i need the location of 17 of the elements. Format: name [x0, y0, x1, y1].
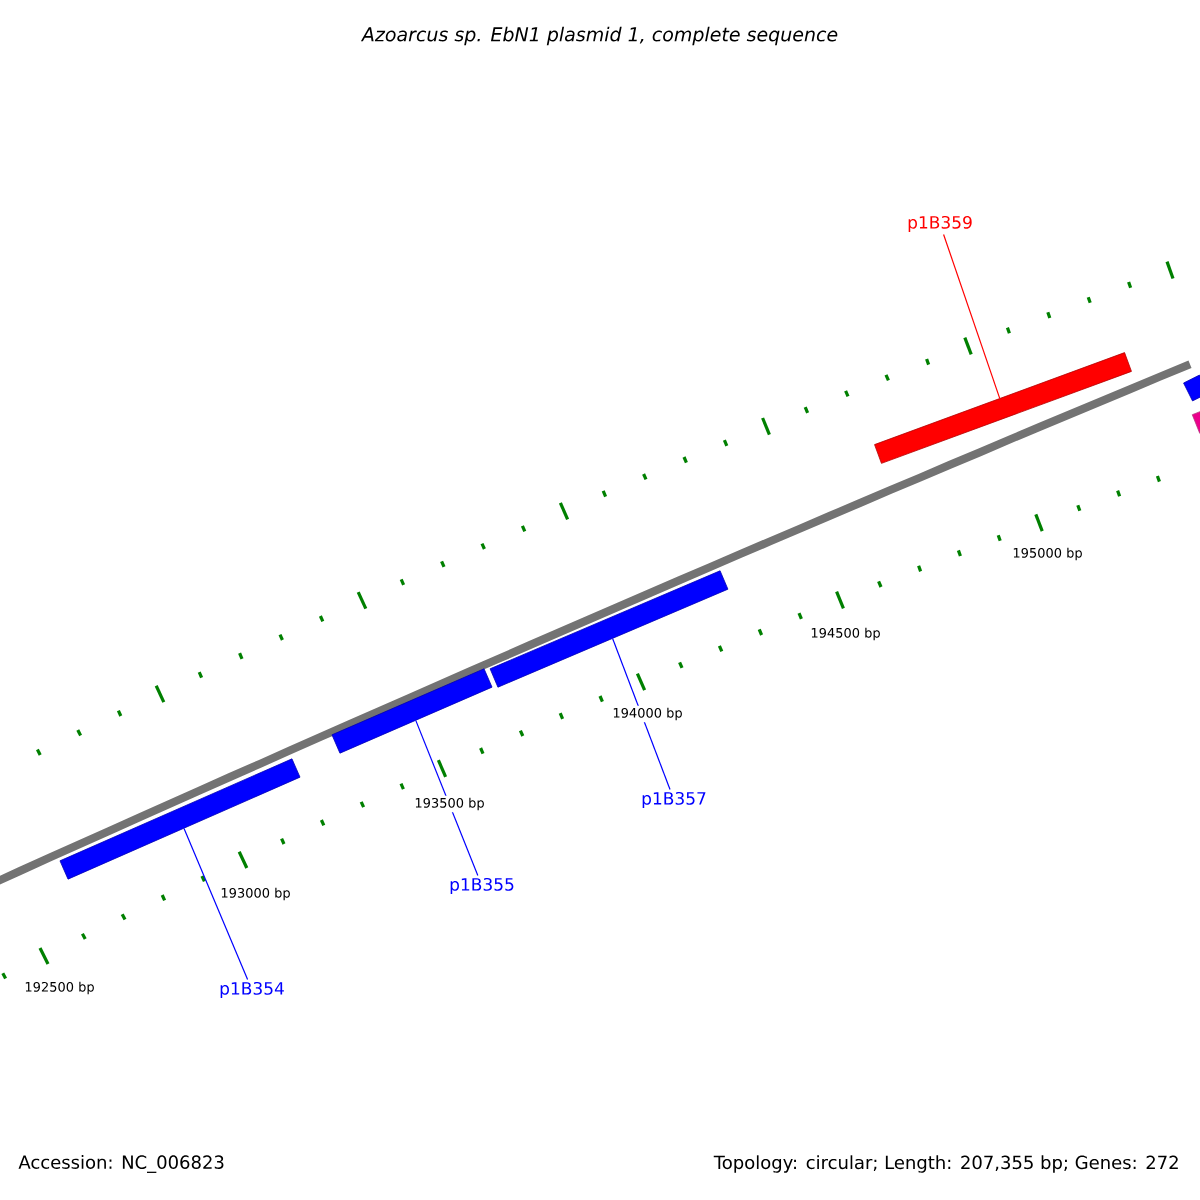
gene-bar [874, 352, 1132, 464]
gene-label: p1B355 [450, 877, 514, 895]
leader-line [415, 720, 479, 877]
gene-bar [331, 668, 493, 754]
leader-line [183, 828, 249, 981]
gene-bar [489, 570, 729, 688]
gene-bar [1191, 410, 1200, 434]
gene-label: p1B359 [908, 215, 972, 233]
gene-label: p1B354 [220, 981, 284, 999]
leader-line [612, 638, 671, 791]
footer-text: Topology: circular; Length: 207,355 bp; Genes: 272 [713, 1155, 1178, 1173]
leader-line [943, 233, 1001, 399]
gene-bar [59, 758, 301, 880]
footer-text: Accession: NC_006823 [18, 1155, 224, 1173]
gene-label: p1B357 [642, 791, 706, 809]
title: Azoarcus sp. EbN1 plasmid 1, complete sequence [360, 26, 838, 46]
gene-bar [1183, 374, 1200, 402]
